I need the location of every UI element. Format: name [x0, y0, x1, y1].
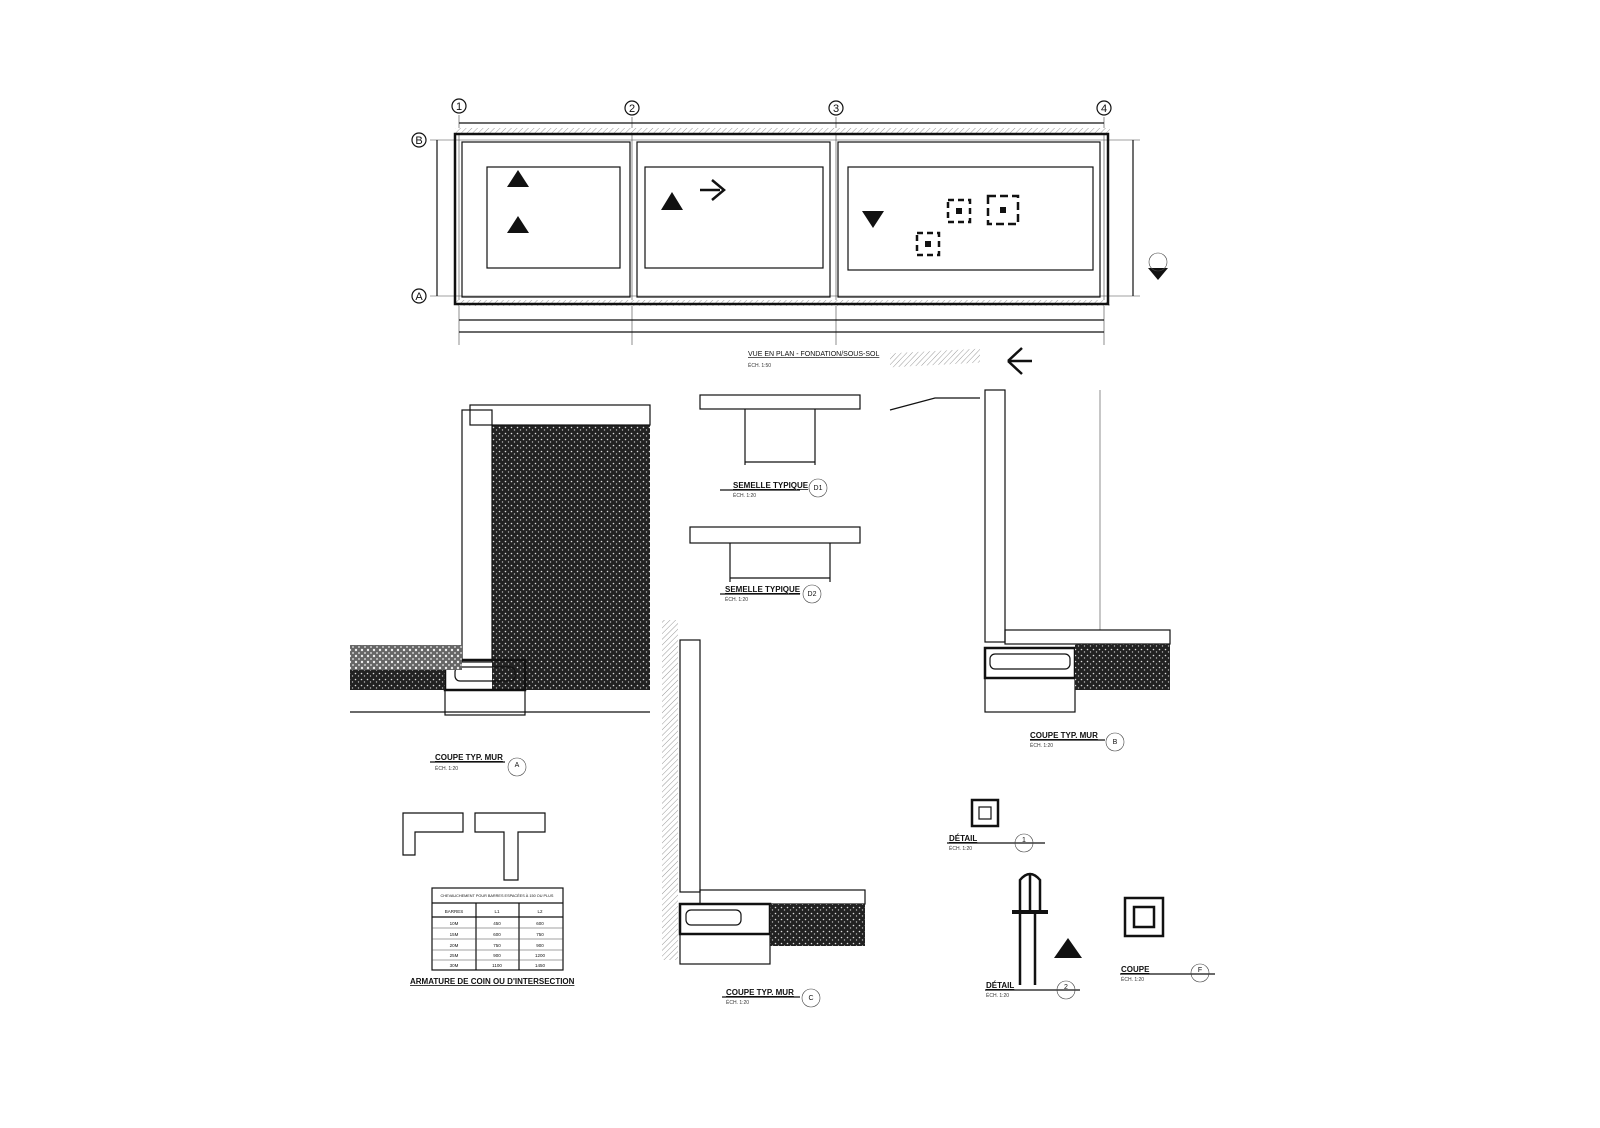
svg-text:2: 2: [629, 103, 635, 115]
svg-text:3: 3: [833, 103, 839, 115]
svg-text:L1: L1: [494, 909, 500, 914]
table-row: 10M 450 600: [450, 921, 545, 926]
footing-d1: SEMELLE TYPIQUE ÉCH. 1:20 D1: [699, 394, 861, 499]
svg-text:A: A: [415, 291, 423, 303]
svg-text:1450: 1450: [535, 963, 546, 968]
table-row: 15M 600 750: [450, 932, 545, 937]
table-row: 20M 750 900: [450, 943, 545, 948]
section-c: COUPE TYP. MUR ÉCH. 1:20 C: [662, 620, 866, 1008]
footing-d2-tag: D2: [808, 591, 817, 598]
svg-text:25M: 25M: [450, 953, 459, 958]
section-a-title: COUPE TYP. MUR: [435, 753, 503, 762]
svg-text:BARRES: BARRES: [445, 909, 464, 914]
section-b: COUPE TYP. MUR ÉCH. 1:20 B: [889, 348, 1171, 752]
svg-text:4: 4: [1101, 103, 1107, 115]
plan-scale: ÉCH. 1:50: [748, 362, 771, 369]
footing-d1-tag: D1: [814, 485, 823, 492]
svg-text:10M: 10M: [450, 921, 459, 926]
section-a-tag: A: [515, 762, 520, 769]
svg-text:600: 600: [493, 932, 501, 937]
svg-text:1100: 1100: [492, 963, 502, 968]
grid-bubble-b: B: [411, 132, 427, 148]
detail-2-title: DÉTAIL: [986, 981, 1014, 990]
table-row: 25M 900 1200: [450, 953, 546, 958]
svg-text:450: 450: [493, 921, 501, 926]
footing-d1-scale: ÉCH. 1:20: [733, 492, 756, 499]
section-f-tag: F: [1198, 967, 1202, 974]
svg-text:750: 750: [493, 943, 501, 948]
table-caption: CHEVAUCHEMENT POUR BARRES ESPACÉES À 150…: [441, 893, 554, 898]
svg-text:30M: 30M: [450, 963, 459, 968]
footing-d2-scale: ÉCH. 1:20: [725, 596, 748, 603]
svg-text:900: 900: [536, 943, 544, 948]
detail-2-scale: ÉCH. 1:20: [986, 992, 1009, 999]
grid-bubble-4: 4: [1096, 100, 1112, 116]
section-f-title: COUPE: [1121, 965, 1150, 974]
section-f: COUPE ÉCH. 1:20 F: [1120, 896, 1215, 983]
section-c-scale: ÉCH. 1:20: [726, 999, 749, 1006]
svg-text:20M: 20M: [450, 943, 459, 948]
footing-d2-title: SEMELLE TYPIQUE: [725, 585, 801, 594]
detail-2: DÉTAIL ÉCH. 1:20 2: [985, 872, 1082, 1000]
section-c-tag: C: [808, 995, 813, 1002]
svg-text:L2: L2: [537, 909, 543, 914]
plan-title: VUE EN PLAN - FONDATION/SOUS-SOL: [748, 351, 879, 358]
grid-bubble-3: 3: [828, 100, 844, 116]
detail-1-scale: ÉCH. 1:20: [949, 845, 972, 852]
svg-text:15M: 15M: [450, 932, 459, 937]
section-b-scale: ÉCH. 1:20: [1030, 742, 1053, 749]
section-a: COUPE TYP. MUR ÉCH. 1:20 A: [350, 404, 651, 777]
grid-bubble-a: A: [411, 288, 427, 304]
table-header: BARRES L1 L2: [445, 909, 543, 914]
armature-title: ARMATURE DE COIN OU D'INTERSECTION: [410, 977, 575, 986]
detail-2-tag: 2: [1064, 984, 1068, 991]
grid-bubble-2: 2: [624, 100, 640, 116]
grid-bubble-1: 1: [451, 98, 467, 114]
footing-d2: SEMELLE TYPIQUE ÉCH. 1:20 D2: [689, 526, 861, 604]
svg-text:750: 750: [536, 932, 544, 937]
section-c-title: COUPE TYP. MUR: [726, 988, 794, 997]
section-b-tag: B: [1113, 739, 1118, 746]
svg-text:900: 900: [493, 953, 501, 958]
section-f-scale: ÉCH. 1:20: [1121, 976, 1144, 983]
detail-1: DÉTAIL ÉCH. 1:20 1: [947, 798, 1045, 853]
svg-text:1: 1: [456, 101, 462, 113]
detail-1-tag: 1: [1022, 837, 1026, 844]
svg-text:600: 600: [536, 921, 544, 926]
section-b-title: COUPE TYP. MUR: [1030, 731, 1098, 740]
svg-text:1200: 1200: [535, 953, 546, 958]
footing-d1-title: SEMELLE TYPIQUE: [733, 481, 809, 490]
armature-detail: CHEVAUCHEMENT POUR BARRES ESPACÉES À 150…: [402, 812, 575, 986]
foundation-plan: 1 2 3 4 A B VUE EN PLAN - FONDATION/SOUS…: [411, 98, 1168, 375]
detail-1-title: DÉTAIL: [949, 834, 977, 843]
table-row: 30M 1100 1450: [450, 963, 546, 968]
section-a-scale: ÉCH. 1:20: [435, 765, 458, 772]
svg-text:B: B: [415, 135, 422, 147]
